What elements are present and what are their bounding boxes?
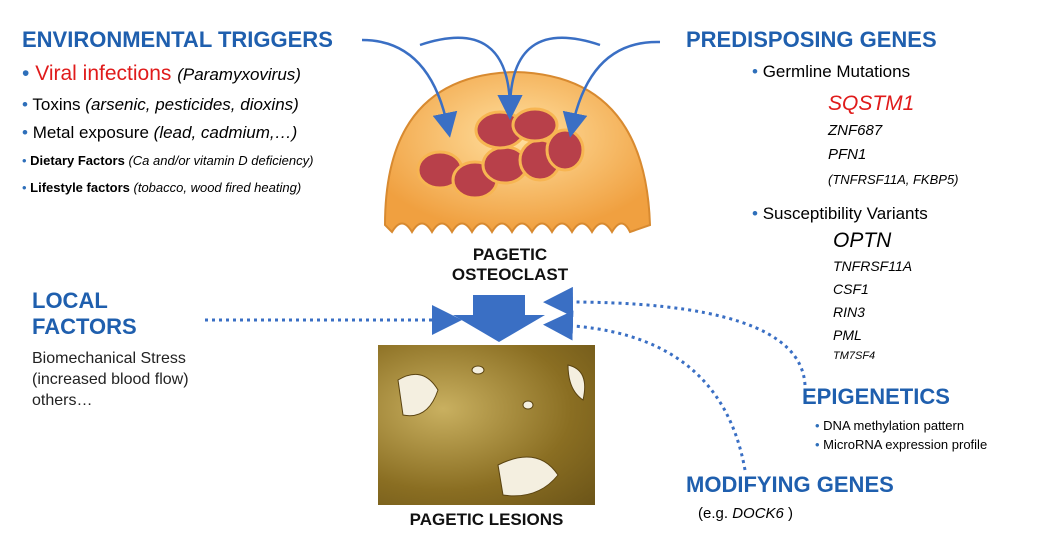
osteoclast-cell: [383, 70, 652, 234]
local-items: Biomechanical Stress(increased blood flo…: [32, 350, 189, 409]
epigenetics-arrow: [543, 286, 807, 386]
epigenetics-items: • DNA methylation pattern• MicroRNA expr…: [815, 418, 988, 452]
germline-label: • Germline Mutations: [752, 62, 911, 81]
gene-pfn1: PFN1: [828, 146, 867, 163]
big-down-arrow: [453, 295, 545, 342]
gene-tm7sf4: TM7SF4: [833, 350, 876, 362]
gene-znf687: ZNF687: [828, 122, 883, 139]
env-item-0: • Viral infections (Paramyxovirus): [22, 62, 301, 85]
modifying-example: (e.g. DOCK6 ): [698, 505, 794, 522]
gene-other: (TNFRSF11A, FKBP5): [828, 172, 959, 187]
env-item-3: • Dietary Factors (Ca and/or vitamin D d…: [22, 153, 314, 168]
pagetic-lesions-image: [378, 345, 595, 505]
env-item-4: • Lifestyle factors (tobacco, wood fired…: [22, 180, 302, 195]
susceptibility-label: • Susceptibility Variants: [752, 204, 928, 223]
env-item-2: • Metal exposure (lead, cadmium,…): [22, 123, 298, 142]
gene-pml: PML: [833, 327, 862, 343]
gene-csf1: CSF1: [833, 281, 869, 297]
epigenetics-title: EPIGENETICS: [802, 384, 950, 409]
gene-tnfrsf11a: TNFRSF11A: [833, 258, 913, 274]
gene-rin3: RIN3: [833, 304, 865, 320]
modifying-title: MODIFYING GENES: [686, 472, 894, 497]
lesions-label: PAGETIC LESIONS: [409, 510, 564, 529]
environmental-title: ENVIRONMENTAL TRIGGERS: [22, 27, 333, 52]
predisposing-title: PREDISPOSING GENES: [686, 27, 937, 52]
gene-optn: OPTN: [833, 229, 892, 252]
env-item-1: • Toxins (arsenic, pesticides, dioxins): [22, 95, 299, 114]
trigger-arrows: [361, 36, 661, 138]
gene-sqstm1: SQSTM1: [828, 92, 915, 115]
